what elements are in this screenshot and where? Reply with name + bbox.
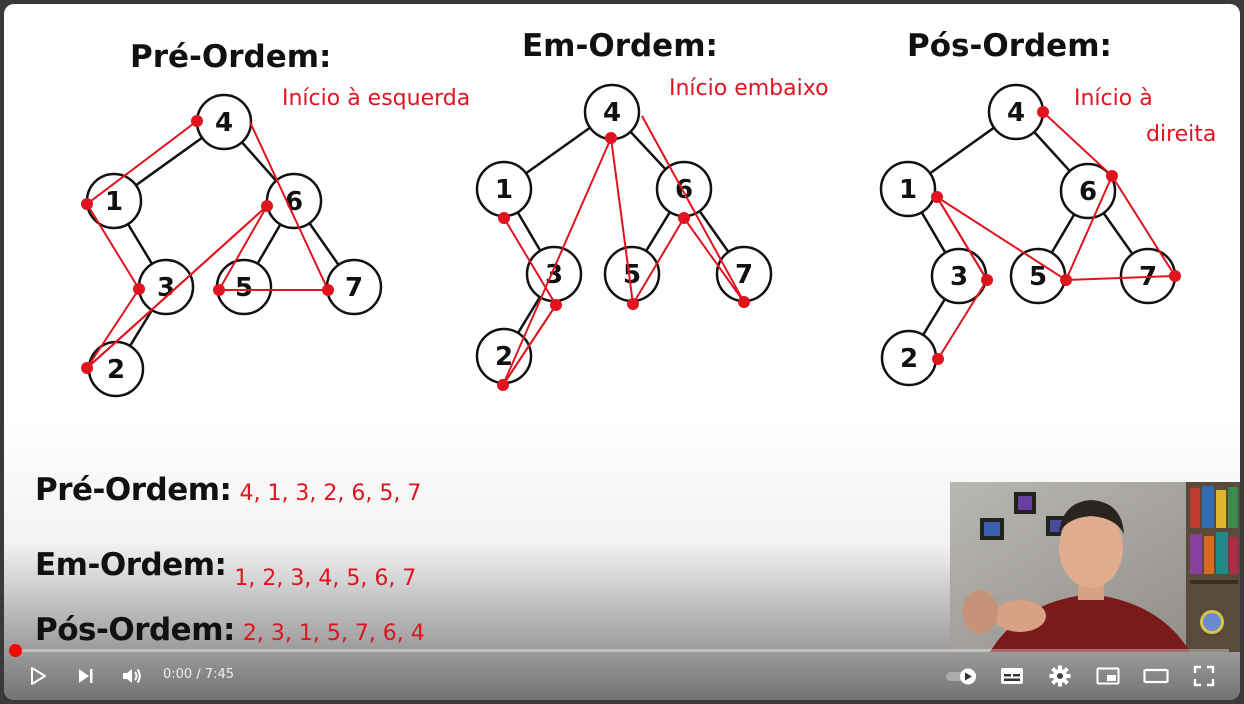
result-label-em: Em-Ordem: bbox=[35, 547, 227, 583]
autoplay-toggle[interactable] bbox=[942, 656, 982, 696]
node-label: 7 bbox=[345, 273, 363, 303]
play-icon bbox=[31, 667, 46, 685]
node-label: 1 bbox=[899, 175, 917, 205]
next-button[interactable] bbox=[66, 656, 106, 696]
play-button[interactable] bbox=[18, 656, 58, 696]
title-pos-ordem: Pós-Ordem: bbox=[907, 28, 1112, 64]
annotation-em: Início embaixo bbox=[669, 76, 829, 101]
time-separator: / bbox=[192, 667, 205, 682]
autoplay-toggle-icon bbox=[946, 668, 976, 685]
node-label: 4 bbox=[215, 108, 233, 138]
settings-button[interactable] bbox=[1040, 656, 1080, 696]
result-seq-em: 1, 2, 3, 4, 5, 6, 7 bbox=[234, 566, 417, 591]
video-frame[interactable]: Pré-Ordem: Em-Ordem: Pós-Ordem: Início à… bbox=[4, 4, 1240, 700]
tree-em-labels: 4 1 6 3 5 7 2 bbox=[495, 98, 753, 372]
node-label: 7 bbox=[735, 260, 753, 290]
control-bar: 0:00 / 7:45 bbox=[0, 656, 1244, 696]
result-seq-pos: 2, 3, 1, 5, 7, 6, 4 bbox=[242, 621, 425, 646]
result-label-pre: Pré-Ordem: bbox=[35, 472, 232, 508]
fullscreen-button[interactable] bbox=[1184, 656, 1224, 696]
tree-pre bbox=[85, 93, 383, 398]
miniplayer-button[interactable] bbox=[1088, 656, 1128, 696]
traversal-path-pre bbox=[85, 120, 330, 369]
title-em-ordem: Em-Ordem: bbox=[522, 28, 718, 64]
node-label: 3 bbox=[950, 262, 968, 292]
traversal-path-pos bbox=[936, 111, 1177, 360]
traversal-dots-pre bbox=[81, 115, 334, 374]
annotation-pre: Início à esquerda bbox=[282, 86, 470, 111]
tree-pos bbox=[879, 83, 1177, 387]
miniplayer-icon bbox=[1096, 667, 1120, 685]
next-icon bbox=[79, 669, 93, 683]
time-display: 0:00 / 7:45 bbox=[163, 667, 234, 682]
progress-bar[interactable] bbox=[15, 649, 1229, 652]
node-label: 5 bbox=[235, 273, 253, 303]
annotation-pos-line1: Início à bbox=[1074, 86, 1153, 111]
progress-scrubber[interactable] bbox=[9, 644, 22, 657]
node-label: 5 bbox=[623, 260, 641, 290]
webcam-overlay bbox=[950, 482, 1240, 652]
tree-pos-labels: 4 1 6 3 5 7 2 bbox=[899, 98, 1157, 374]
volume-icon bbox=[123, 668, 141, 684]
subtitles-icon bbox=[1001, 668, 1023, 684]
result-row-pos: Pós-Ordem: 2, 3, 1, 5, 7, 6, 4 bbox=[35, 612, 425, 648]
tree-pre-labels: 4 1 6 3 5 7 2 bbox=[105, 108, 363, 385]
volume-button[interactable] bbox=[112, 656, 152, 696]
presenter-image bbox=[950, 482, 1240, 652]
node-label: 5 bbox=[1029, 262, 1047, 292]
annotation-pos-line2: direita bbox=[1146, 122, 1216, 147]
node-label: 3 bbox=[545, 260, 563, 290]
theater-icon bbox=[1143, 668, 1169, 684]
time-total: 7:45 bbox=[204, 667, 235, 682]
node-label: 4 bbox=[603, 98, 621, 128]
traversal-dots-em bbox=[497, 132, 750, 391]
result-label-pos: Pós-Ordem: bbox=[35, 612, 235, 648]
node-label: 2 bbox=[495, 342, 513, 372]
result-row-em: Em-Ordem: 1, 2, 3, 4, 5, 6, 7 bbox=[35, 544, 416, 591]
subtitles-button[interactable] bbox=[992, 656, 1032, 696]
tree-traversal-diagram: Pré-Ordem: Em-Ordem: Pós-Ordem: Início à… bbox=[81, 28, 1216, 398]
node-label: 3 bbox=[157, 273, 175, 303]
fullscreen-icon bbox=[1193, 665, 1215, 687]
node-label: 2 bbox=[900, 344, 918, 374]
theater-mode-button[interactable] bbox=[1136, 656, 1176, 696]
title-pre-ordem: Pré-Ordem: bbox=[130, 39, 331, 75]
node-label: 1 bbox=[105, 187, 123, 217]
node-label: 6 bbox=[285, 187, 303, 217]
node-label: 2 bbox=[107, 355, 125, 385]
node-label: 6 bbox=[1079, 177, 1097, 207]
time-current: 0:00 bbox=[163, 667, 193, 682]
node-label: 1 bbox=[495, 175, 513, 205]
settings-icon bbox=[1049, 665, 1071, 687]
result-row-pre: Pré-Ordem: 4, 1, 3, 2, 6, 5, 7 bbox=[35, 472, 421, 508]
node-label: 4 bbox=[1007, 98, 1025, 128]
traversal-dots-pos bbox=[931, 106, 1181, 365]
traversal-path-em bbox=[502, 115, 745, 386]
result-seq-pre: 4, 1, 3, 2, 6, 5, 7 bbox=[239, 481, 422, 506]
